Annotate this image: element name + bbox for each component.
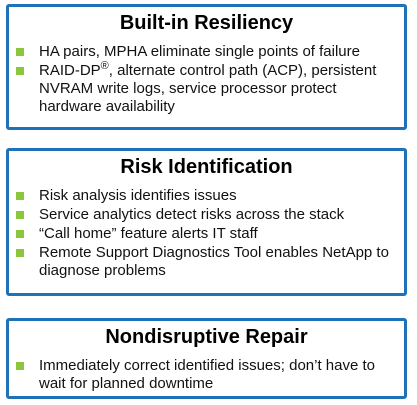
bullet-text: Remote Support Diagnostics Tool enables … (39, 244, 389, 279)
section-title: Nondisruptive Repair (105, 326, 308, 348)
list-item: Risk analysis identifies issues (16, 187, 398, 205)
list-item: HA pairs, MPHA eliminate single points o… (16, 43, 398, 61)
bullet-text: Service analytics detect risks across th… (39, 206, 345, 223)
section-title: Built-in Resiliency (119, 12, 294, 34)
square-bullet-icon (16, 230, 24, 238)
bullet-text-continued: , alternate control path (ACP), persiste… (39, 62, 377, 115)
section-nondisruptive-repair: Nondisruptive Repair Immediately correct… (6, 318, 407, 399)
square-bullet-icon (16, 192, 24, 200)
list-item: Remote Support Diagnostics Tool enables … (16, 244, 398, 280)
list-item: Immediately correct identified issues; d… (16, 357, 398, 393)
bullet-list: Immediately correct identified issues; d… (9, 357, 404, 393)
bullet-text: RAID-DP (39, 62, 101, 79)
list-item: Service analytics detect risks across th… (16, 206, 398, 224)
list-item: RAID-DP®, alternate control path (ACP), … (16, 60, 398, 116)
square-bullet-icon (16, 249, 24, 257)
bullet-text: “Call home” feature alerts IT staff (39, 225, 258, 242)
square-bullet-icon (16, 362, 24, 370)
bullet-text: Risk analysis identifies issues (39, 187, 237, 204)
section-title: Risk Identification (120, 156, 293, 178)
bullet-text: HA pairs, MPHA eliminate single points o… (39, 43, 360, 60)
registered-mark: ® (100, 60, 109, 72)
bullet-list: HA pairs, MPHA eliminate single points o… (9, 43, 404, 116)
list-item: “Call home” feature alerts IT staff (16, 225, 398, 243)
square-bullet-icon (16, 67, 24, 75)
bullet-list: Risk analysis identifies issues Service … (9, 187, 404, 280)
square-bullet-icon (16, 211, 24, 219)
section-risk-identification: Risk Identification Risk analysis identi… (6, 148, 407, 296)
section-built-in-resiliency: Built-in Resiliency HA pairs, MPHA elimi… (6, 4, 407, 130)
square-bullet-icon (16, 48, 24, 56)
bullet-text: Immediately correct identified issues; d… (39, 357, 375, 392)
